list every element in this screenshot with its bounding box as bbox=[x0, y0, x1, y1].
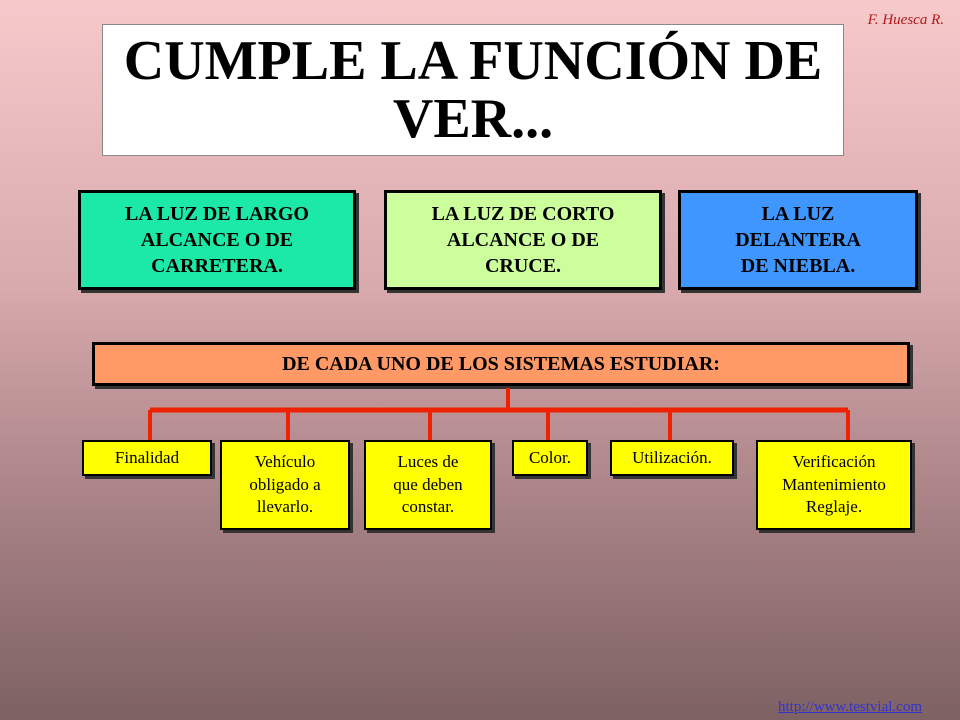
light-box-long-range: LA LUZ DE LARGO ALCANCE O DE CARRETERA. bbox=[78, 190, 356, 290]
light-box-label: LA LUZ DE LARGO ALCANCE O DE CARRETERA. bbox=[125, 203, 309, 277]
footer-link[interactable]: http://www.testvial.com bbox=[777, 699, 922, 715]
item-vehiculo: Vehículo obligado a llevarlo. bbox=[220, 440, 350, 530]
item-label: Color. bbox=[528, 447, 572, 467]
item-luces: Luces de que deben constar. bbox=[364, 440, 492, 530]
title-box: CUMPLE LA FUNCIÓN DE VER... bbox=[102, 24, 844, 156]
item-utilizacion: Utilización. bbox=[610, 440, 734, 476]
item-label: Luces de que deben constar. bbox=[393, 451, 463, 517]
item-label: Vehículo obligado a llevarlo. bbox=[249, 451, 321, 517]
item-label: Utilización. bbox=[632, 447, 712, 467]
author-credit: F. Huesca R. bbox=[867, 12, 944, 28]
item-label: Verificación Mantenimiento Reglaje. bbox=[782, 451, 886, 517]
study-bar-label: DE CADA UNO DE LOS SISTEMAS ESTUDIAR: bbox=[282, 352, 720, 375]
item-color: Color. bbox=[512, 440, 588, 476]
light-box-label: LA LUZ DELANTERA DE NIEBLA. bbox=[735, 203, 861, 277]
light-box-label: LA LUZ DE CORTO ALCANCE O DE CRUCE. bbox=[431, 203, 615, 277]
item-finalidad: Finalidad bbox=[82, 440, 212, 476]
study-bar: DE CADA UNO DE LOS SISTEMAS ESTUDIAR: bbox=[92, 342, 910, 386]
light-box-short-range: LA LUZ DE CORTO ALCANCE O DE CRUCE. bbox=[384, 190, 662, 290]
light-box-fog: LA LUZ DELANTERA DE NIEBLA. bbox=[678, 190, 918, 290]
item-verificacion: Verificación Mantenimiento Reglaje. bbox=[756, 440, 912, 530]
page-title: CUMPLE LA FUNCIÓN DE VER... bbox=[123, 29, 823, 150]
item-label: Finalidad bbox=[114, 447, 180, 467]
